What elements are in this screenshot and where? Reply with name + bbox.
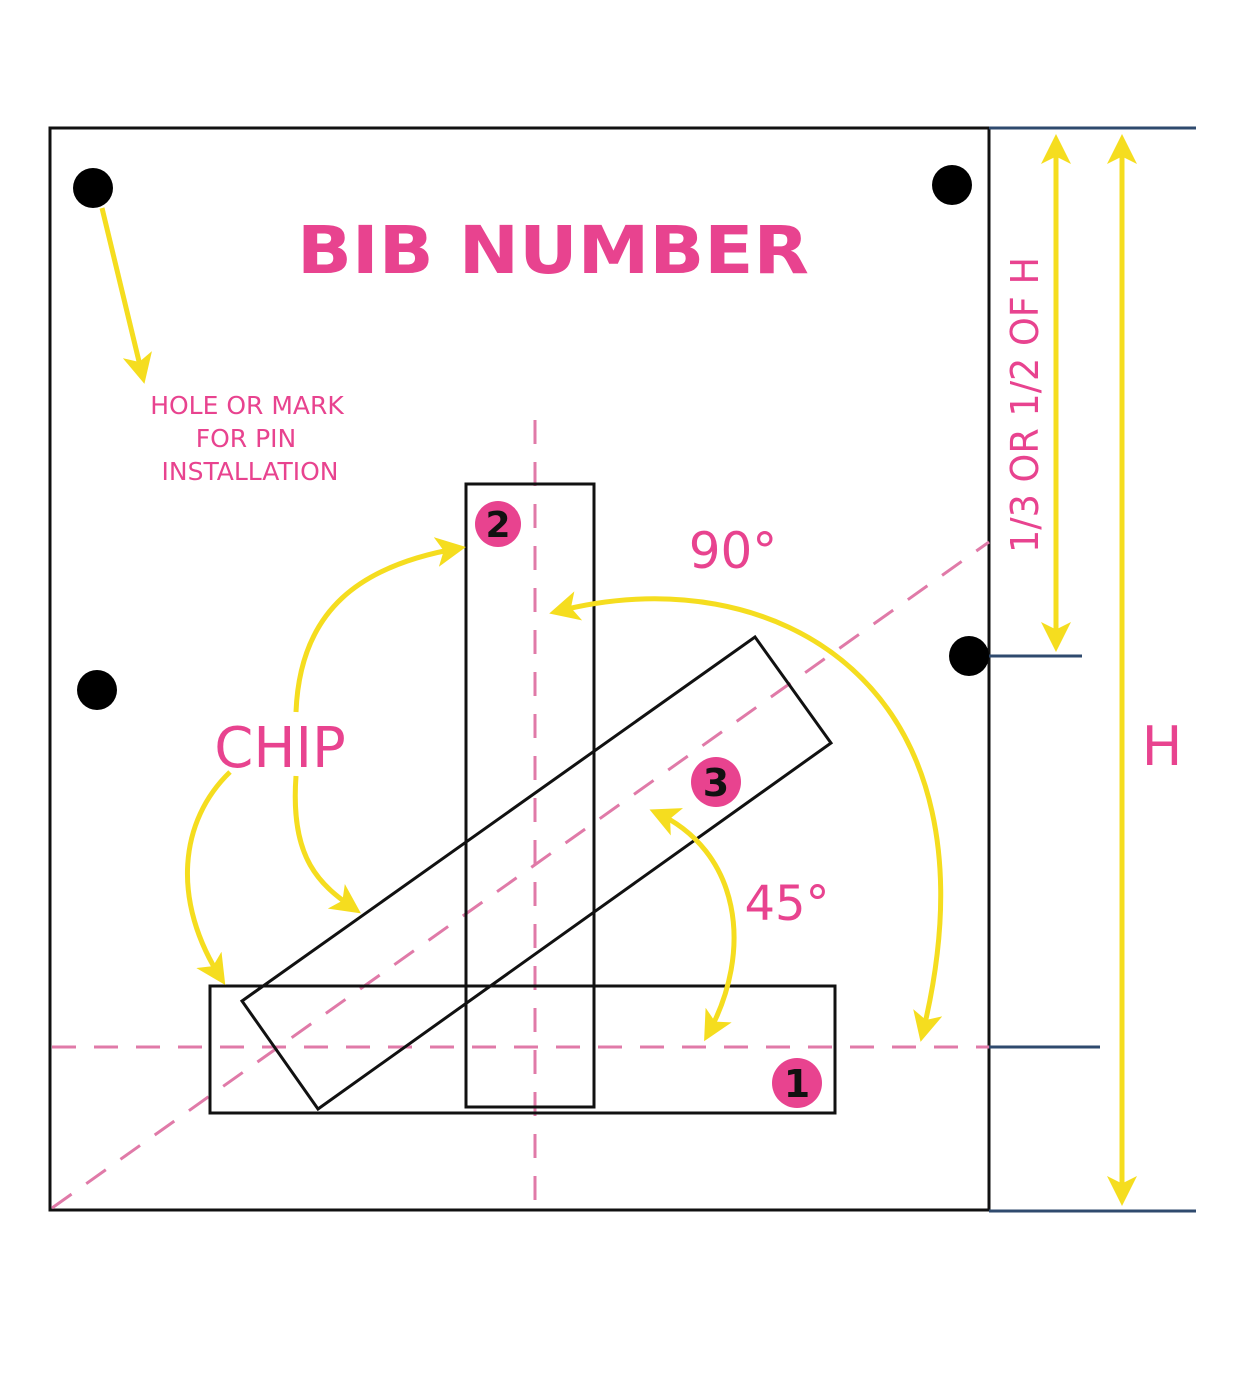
chip-arrow-to-vertical (293, 537, 466, 713)
pin-note-line-2: FOR PIN (196, 424, 297, 453)
pin-hole-top-left (73, 168, 113, 208)
pin-note-line-1: HOLE OR MARK (150, 391, 344, 420)
chip-horizontal (208, 984, 837, 1115)
pin-hole-mid-left (77, 670, 117, 710)
angle-arc-45 (649, 808, 737, 1042)
pin-note-arrow (99, 207, 152, 384)
chip-diagonal (239, 634, 834, 1112)
pin-hole-top-right (932, 165, 972, 205)
guide-lines (51, 420, 990, 1210)
position-number-1: 1 (784, 1062, 810, 1106)
position-number-2: 2 (485, 505, 510, 546)
angle-arc-90 (549, 591, 944, 1042)
bib-title: BIB NUMBER (297, 212, 809, 289)
pin-hole-mid-right (949, 636, 989, 676)
chip-arrow-to-horizontal (185, 770, 232, 986)
chip-arrow-to-diagonal (292, 775, 361, 914)
angle-label-45: 45° (744, 876, 829, 932)
chip-label: CHIP (214, 716, 346, 781)
position-badge-1 (772, 1058, 822, 1108)
partial-height-label: 1/3 OR 1/2 OF H (1003, 257, 1047, 553)
angle-label-90: 90° (689, 522, 778, 580)
dimension-reference-lines (989, 126, 1196, 1213)
bib-outline (48, 126, 991, 1212)
diagonal-guide (51, 540, 990, 1210)
pin-note-line-3: INSTALLATION (162, 457, 339, 486)
position-number-3: 3 (703, 761, 729, 805)
full-height-label: H (1142, 715, 1183, 778)
position-badge-2 (475, 501, 521, 547)
